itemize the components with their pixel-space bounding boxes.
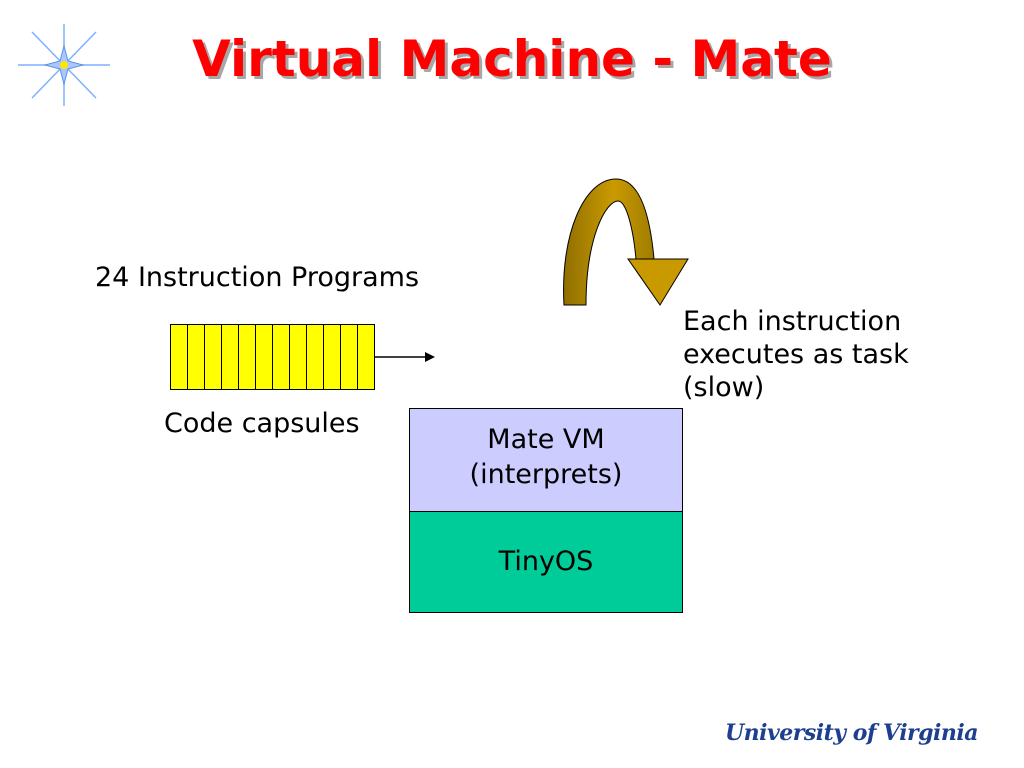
code-capsule <box>188 325 205 389</box>
programs-label: 24 Instruction Programs <box>95 262 420 293</box>
os-box-label: TinyOS <box>498 546 594 577</box>
code-capsule <box>205 325 222 389</box>
right-arrow-icon <box>375 352 435 362</box>
task-note-line: Each instruction <box>683 306 902 337</box>
loop-arrow-icon <box>563 178 689 306</box>
mate-vm-box: Mate VM (interprets) <box>409 408 683 512</box>
code-capsule <box>171 325 188 389</box>
code-capsule <box>222 325 239 389</box>
code-capsule <box>358 325 374 389</box>
slide-title: Virtual Machine - Mate <box>192 30 832 88</box>
code-capsule <box>341 325 358 389</box>
vm-box-line: Mate VM <box>487 424 605 455</box>
task-note-line: executes as task <box>683 338 909 370</box>
code-capsule <box>324 325 341 389</box>
starburst-icon <box>18 24 110 106</box>
university-logo: University of Virginia <box>724 720 979 746</box>
capsules-label: Code capsules <box>164 408 360 439</box>
code-capsule <box>290 325 307 389</box>
code-capsule <box>256 325 273 389</box>
task-note-line: (slow) <box>683 371 765 403</box>
code-capsule <box>273 325 290 389</box>
code-capsule-strip <box>170 324 375 390</box>
vm-box-line: (interprets) <box>469 458 623 490</box>
task-note: Each instruction executes as task (slow) <box>683 306 909 405</box>
tinyos-box: TinyOS <box>409 511 683 613</box>
code-capsule <box>307 325 324 389</box>
code-capsule <box>239 325 256 389</box>
